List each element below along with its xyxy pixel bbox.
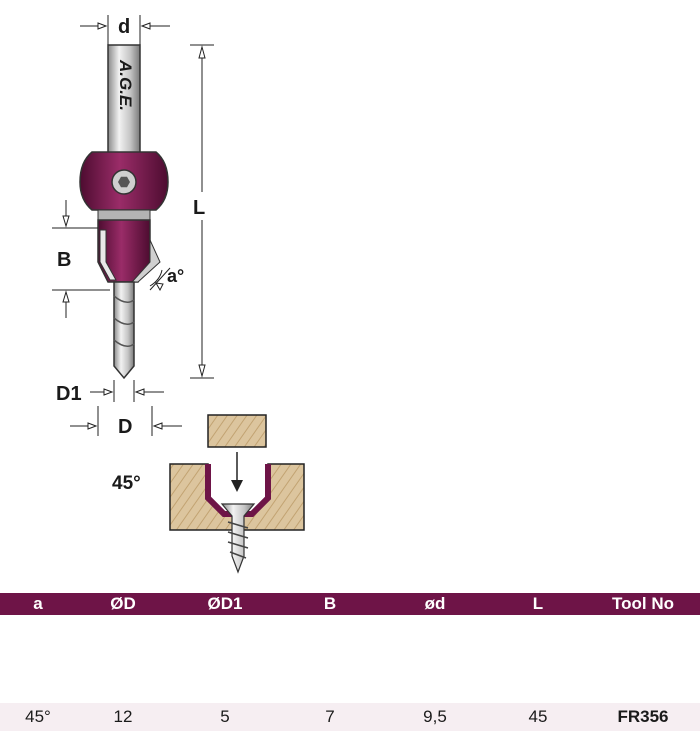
dimension-B <box>52 200 110 318</box>
tool-shank: A.G.E. <box>107 44 141 158</box>
application-diagram <box>169 414 305 574</box>
dim-angle-label: a° <box>167 266 184 286</box>
dimension-angle <box>149 267 171 292</box>
dim-D-label: D <box>118 416 132 438</box>
table-header: a ØD ØD1 B ød L Tool No <box>0 593 700 615</box>
dimension-d <box>80 15 170 45</box>
dim-D1-label: D1 <box>56 383 82 405</box>
dimension-D <box>70 406 182 436</box>
drill-bit <box>113 281 135 380</box>
cell-L: 45 <box>528 707 548 726</box>
table-row: 45° 12 5 7 9,5 45 FR356 <box>0 703 700 731</box>
tool-technical-drawing: A.G.E. d L <box>52 15 305 574</box>
countersink-body <box>97 219 161 283</box>
dimension-D1 <box>90 380 164 402</box>
dim-B-label: B <box>57 249 71 271</box>
angle-45-label: 45° <box>112 473 141 494</box>
cell-D1: 5 <box>220 707 230 726</box>
header-L: L <box>532 594 544 613</box>
table-spacer <box>0 615 700 703</box>
cell-d: 9,5 <box>423 707 447 726</box>
header-d: ød <box>424 594 446 613</box>
header-a: a <box>33 594 43 613</box>
arrow-down-icon <box>231 480 243 492</box>
cell-tool-no: FR356 <box>617 707 669 726</box>
dimension-L <box>190 44 214 379</box>
cell-D: 12 <box>113 707 133 726</box>
header-D1: ØD1 <box>207 594 243 613</box>
header-B: B <box>323 594 337 613</box>
dim-d-label: d <box>118 16 130 38</box>
tool-collar <box>79 151 169 221</box>
header-tool-no: Tool No <box>612 594 674 613</box>
header-D: ØD <box>110 594 136 613</box>
wood-plug-icon <box>207 414 267 448</box>
spec-table: a ØD ØD1 B ød L Tool No 45° 12 5 7 9,5 4… <box>0 593 700 731</box>
dim-L-label: L <box>193 197 205 219</box>
cell-B: 7 <box>325 707 335 726</box>
cell-a: 45° <box>25 707 51 726</box>
brand-label: A.G.E. <box>116 59 135 111</box>
